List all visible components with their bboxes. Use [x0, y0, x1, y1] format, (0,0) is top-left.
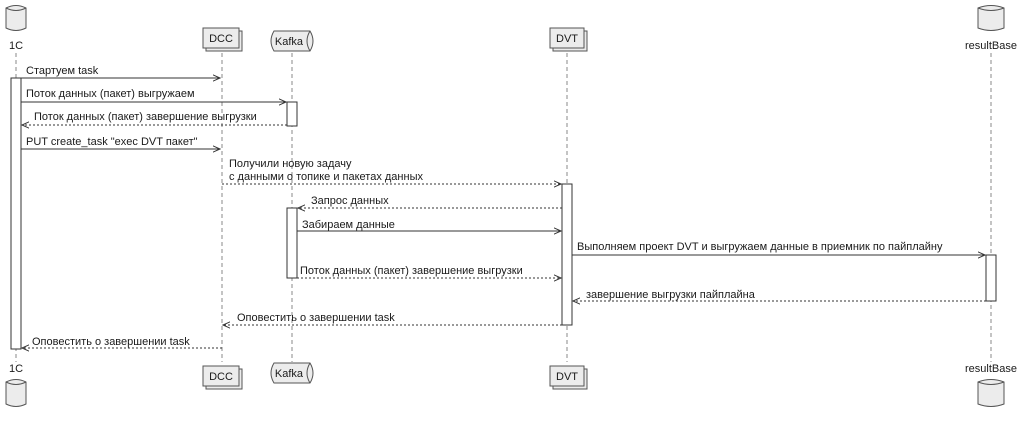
participant-kafka-label: Kafka [275, 368, 304, 380]
message-take-data: Забираем данные [297, 219, 561, 231]
message-label: завершение выгрузки пайплайна [586, 289, 756, 301]
participant-1c-bottom: 1C [5, 363, 27, 407]
activation-kafka-2 [286, 207, 298, 279]
participant-dvt-bottom: DVT [549, 365, 588, 390]
participant-kafka-bottom: Kafka [270, 362, 314, 384]
message-label: Поток данных (пакет) выгружаем [26, 88, 195, 100]
message-start-task: Стартуем task [16, 65, 220, 78]
participant-1c-label: 1C [9, 363, 23, 375]
activation-dvt [561, 183, 573, 326]
participant-resultbase-label: resultBase [965, 363, 1017, 375]
message-label: Стартуем task [26, 65, 99, 77]
participant-dcc-bottom: DCC [202, 365, 243, 390]
message-request-data: Запрос данных [298, 195, 562, 208]
participant-kafka-top: Kafka [270, 30, 314, 52]
message-stream-upload-done: Поток данных (пакет) завершение выгрузки [22, 111, 287, 125]
message-run-dvt-project: Выполняем проект DVT и выгружаем данные … [572, 241, 985, 255]
message-label: Забираем данные [302, 219, 395, 231]
participant-resultbase-bottom: resultBase [965, 363, 1017, 407]
participant-dvt-label: DVT [556, 371, 578, 383]
message-label: PUT create_task "exec DVT пакет" [26, 136, 198, 148]
message-label: Оповестить о завершении task [32, 336, 190, 348]
participant-dcc-top: DCC [202, 27, 243, 52]
participant-resultbase-label: resultBase [965, 40, 1017, 52]
participant-1c-top: 1C [5, 5, 27, 52]
message-notify-1c: Оповестить о завершении task [22, 336, 222, 348]
message-notify-dcc: Оповестить о завершении task [223, 312, 562, 325]
message-label: Оповестить о завершении task [237, 312, 395, 324]
participant-1c-label: 1C [9, 40, 23, 52]
message-pipeline-done: завершение выгрузки пайплайна [573, 289, 986, 301]
activation-kafka-1 [286, 101, 298, 127]
participant-dcc-label: DCC [209, 371, 233, 383]
message-label: Поток данных (пакет) завершение выгрузки [300, 265, 523, 277]
message-stream-upload: Поток данных (пакет) выгружаем [21, 88, 286, 102]
message-label-line2: с данными о топике и пакетах данных [229, 171, 423, 183]
participant-dcc-label: DCC [209, 33, 233, 45]
participant-dvt-top: DVT [549, 27, 588, 52]
message-new-task: Получили новую задачу с данными о топике… [222, 158, 561, 184]
message-label-line1: Получили новую задачу [229, 158, 352, 170]
message-put-create-task: PUT create_task "exec DVT пакет" [21, 136, 220, 149]
message-label: Поток данных (пакет) завершение выгрузки [34, 111, 257, 123]
message-stream-done-dvt: Поток данных (пакет) завершение выгрузки [297, 265, 561, 278]
participant-kafka-label: Kafka [275, 36, 304, 48]
message-label: Выполняем проект DVT и выгружаем данные … [577, 241, 943, 253]
activation-1c [10, 77, 22, 350]
participant-dvt-label: DVT [556, 33, 578, 45]
participant-resultbase-top: resultBase [965, 5, 1017, 52]
message-label: Запрос данных [311, 195, 389, 207]
activation-resultbase [985, 254, 997, 302]
